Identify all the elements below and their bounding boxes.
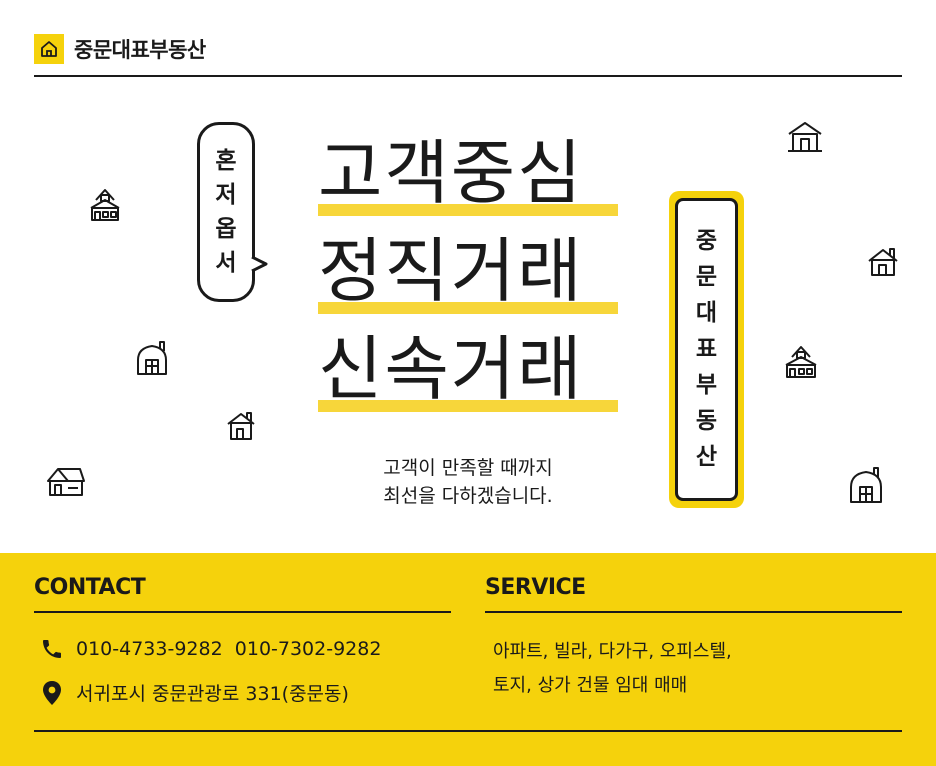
headline-text: 신속거래 [318,328,584,410]
speech-bubble: 혼 저 옵 서 [197,122,255,302]
sign-char: 동 [695,408,718,434]
headline-line: 정직거래 [318,228,628,326]
bubble-char: 서 [215,250,237,276]
header-divider [34,75,902,77]
highlight-bar [318,204,618,216]
bubble-char: 저 [215,182,237,208]
service-divider [485,611,902,613]
sign-char: 산 [695,444,718,470]
headline-text: 정직거래 [318,230,584,312]
sign-char: 대 [695,300,718,326]
house-icon [788,122,822,152]
phone-numbers[interactable]: 010-4733-9282 010-7302-9282 [76,638,382,660]
subtext-line: 최선을 다하겠습니다. [383,485,553,507]
home-icon [34,34,64,64]
sign-char: 문 [695,264,718,290]
highlight-bar [318,400,618,412]
sign-char: 부 [695,372,718,398]
footer-bottom-divider [34,730,902,732]
headline-text: 고객중심 [318,132,584,214]
phone-icon [43,640,61,658]
vertical-sign: 중 문 대 표 부 동 산 [675,198,738,501]
footer: CONTACT 010-4733-9282 010-7302-9282 서귀포시… [0,553,936,766]
address-text: 서귀포시 중문관광로 331(중문동) [76,683,349,705]
bubble-char: 옵 [215,216,237,242]
subtext-line: 고객이 만족할 때까지 [383,457,553,479]
brand-name: 중문대표부동산 [74,38,206,62]
barn-icon [850,467,882,503]
contact-divider [34,611,451,613]
townhouse-icon [785,346,817,378]
location-pin-icon [43,680,61,705]
townhouse-icon [90,189,120,221]
cottage-icon [47,468,85,496]
speech-bubble-tail [251,255,268,273]
service-title: SERVICE [485,575,586,600]
sign-char: 표 [695,336,718,362]
service-line: 아파트, 빌라, 다가구, 오피스텔, [493,641,732,662]
house-icon [868,248,898,276]
service-line: 토지, 상가 건물 임대 매매 [493,675,688,696]
highlight-bar [318,302,618,314]
hero-headline: 고객중심 정직거래 신속거래 [318,130,628,424]
barn-icon [137,341,167,375]
brand[interactable]: 중문대표부동산 [34,34,206,64]
sign-char: 중 [695,228,718,254]
phone-row[interactable]: 010-4733-9282 010-7302-9282 [40,637,381,661]
hero-subtext: 고객이 만족할 때까지 최선을 다하겠습니다. [318,454,618,510]
address-row: 서귀포시 중문관광로 331(중문동) [40,679,349,706]
contact-title: CONTACT [34,575,146,600]
headline-line: 고객중심 [318,130,628,228]
house-icon [227,412,255,440]
bubble-char: 혼 [215,148,237,174]
headline-line: 신속거래 [318,326,628,424]
